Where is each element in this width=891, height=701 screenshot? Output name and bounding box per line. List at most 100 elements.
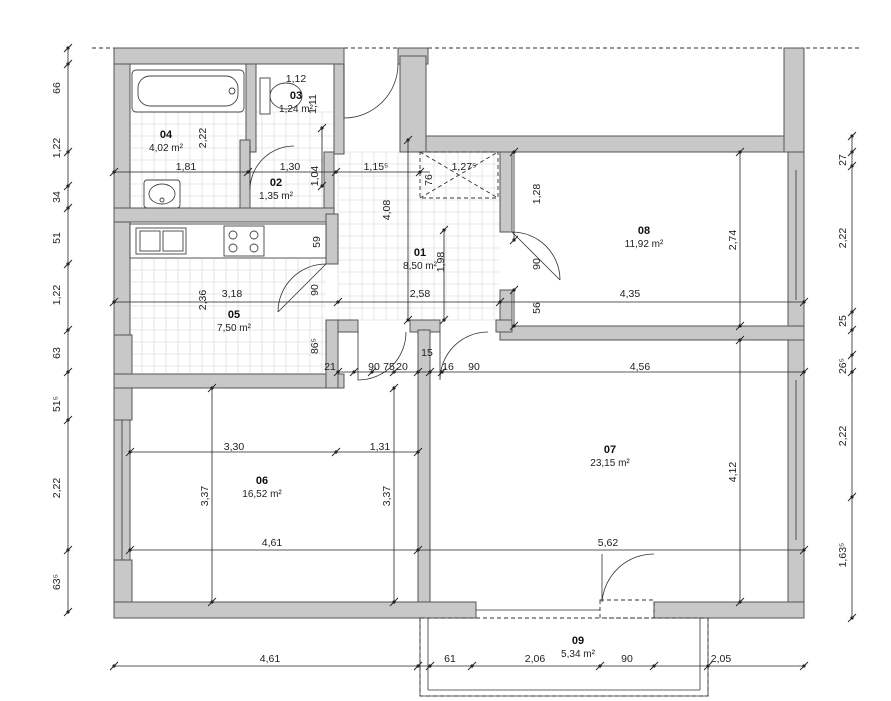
wall-under-04 bbox=[113, 207, 335, 223]
windows bbox=[121, 170, 797, 611]
dimension-label: 75 bbox=[383, 361, 395, 373]
room-number: 07 bbox=[604, 444, 616, 456]
dimension-label: 90 bbox=[368, 361, 380, 373]
dimension-label: 1,31 bbox=[370, 441, 391, 453]
dimension-label: 2,58 bbox=[410, 288, 431, 300]
dimension-label: 86⁵ bbox=[309, 338, 321, 354]
dimension-label: 3,18 bbox=[222, 288, 243, 300]
dimension-label: 2,74 bbox=[727, 230, 739, 251]
wall-under-08 bbox=[499, 325, 805, 341]
wall-05-right bbox=[325, 213, 339, 265]
kitchen-counter bbox=[129, 223, 327, 259]
dimension-label: 63 bbox=[51, 347, 63, 359]
dimension-label: 51⁵ bbox=[51, 396, 63, 412]
dimension-label: 2,05 bbox=[711, 653, 732, 665]
room-area: 1,24 m² bbox=[279, 104, 314, 115]
bathtub-fixture bbox=[131, 69, 245, 113]
dimension-label: 1,30 bbox=[280, 161, 301, 173]
dimension-label: 4,08 bbox=[381, 200, 393, 221]
dimension-label: 1,81 bbox=[176, 161, 197, 173]
room-area: 16,52 m² bbox=[242, 489, 282, 500]
room-09: 09 5,34 m² bbox=[561, 635, 596, 660]
wall-under-05 bbox=[113, 373, 345, 389]
room-07: 07 23,15 m² bbox=[590, 444, 630, 469]
wall-outer-bottom-right bbox=[653, 601, 805, 619]
room-area: 5,34 m² bbox=[561, 649, 596, 660]
dimension-label: 63⁵ bbox=[51, 574, 63, 590]
dimension-label: 4,12 bbox=[727, 462, 739, 483]
dimension-label: 3,37 bbox=[199, 486, 211, 507]
wall-08-top bbox=[425, 135, 797, 153]
wall-outer-bottom-left bbox=[113, 601, 477, 619]
wall-08-left bbox=[499, 151, 513, 233]
room-06: 06 16,52 m² bbox=[242, 475, 282, 500]
sink-fixture bbox=[143, 179, 181, 209]
wall-top-bath bbox=[113, 47, 345, 65]
room-04: 044,02 m² bbox=[149, 129, 184, 154]
wall-08-top-right bbox=[783, 47, 805, 153]
dimension-label: 59 bbox=[311, 236, 323, 248]
dimension-label: 1,12 bbox=[286, 73, 307, 85]
dimension-label: 1,27⁵ bbox=[452, 161, 477, 173]
dimension-label: 90 bbox=[309, 284, 321, 296]
dimension-label: 51 bbox=[51, 232, 63, 244]
room-number: 03 bbox=[290, 90, 302, 102]
dimension-label: 27 bbox=[837, 154, 849, 166]
room-03: 03 1,24 m² bbox=[279, 90, 314, 115]
dimension-label: 2,22 bbox=[197, 128, 209, 149]
dimension-label: 16 bbox=[442, 361, 454, 373]
dimension-label: 1,63⁵ bbox=[837, 543, 849, 568]
wall-left-notch bbox=[113, 334, 133, 378]
dimension-label: 1,11 bbox=[307, 94, 319, 114]
dimension-label: 90 bbox=[621, 653, 633, 665]
room-area: 1,35 m² bbox=[259, 191, 294, 202]
wall-02-left bbox=[239, 139, 251, 215]
dimension-label: 1,28 bbox=[531, 184, 543, 205]
dimension-label: 1,04 bbox=[309, 166, 321, 187]
dimension-label: 20 bbox=[396, 361, 408, 373]
dimension-lines bbox=[63, 43, 857, 671]
wall-hall-bottom-left bbox=[337, 319, 359, 333]
room-number: 01 bbox=[414, 247, 426, 259]
dimension-label: 25 bbox=[837, 315, 849, 327]
shaft-cross bbox=[419, 151, 499, 199]
room-area: 23,15 m² bbox=[590, 458, 630, 469]
room-area: 11,92 m² bbox=[625, 239, 664, 250]
dimension-label: 90 bbox=[531, 258, 543, 270]
wall-left-notch-2 bbox=[113, 387, 133, 421]
dimension-label: 2,06 bbox=[525, 653, 546, 665]
dimension-label: 1,22 bbox=[51, 138, 63, 159]
room-number: 09 bbox=[572, 635, 584, 647]
wall-hall-right-top bbox=[399, 55, 427, 153]
dimension-label: 4,56 bbox=[630, 361, 651, 373]
dimension-label: 15 bbox=[421, 347, 433, 359]
dimension-label: 2,22 bbox=[837, 228, 849, 249]
dimension-label: 2,22 bbox=[51, 478, 63, 499]
room-number: 06 bbox=[256, 475, 268, 487]
dimension-label: 66 bbox=[51, 82, 63, 94]
dimension-label: 56 bbox=[531, 302, 543, 314]
dimension-label: 61 bbox=[444, 653, 456, 665]
wall-03-right bbox=[333, 63, 345, 155]
tile-pattern-hall bbox=[337, 151, 500, 321]
dimension-label: 1,22 bbox=[51, 285, 63, 306]
room-02: 02 1,35 m² bbox=[259, 177, 294, 202]
room-number: 04 bbox=[160, 129, 173, 141]
dimension-label: 26⁵ bbox=[837, 358, 849, 374]
room-number: 05 bbox=[228, 309, 240, 321]
room-area: 8,50 m² bbox=[403, 261, 438, 272]
dimension-label: 2,22 bbox=[837, 426, 849, 447]
dimension-label: 4,61 bbox=[260, 653, 281, 665]
dimension-label: 3,30 bbox=[224, 441, 245, 453]
wall-bath-partition bbox=[245, 63, 257, 153]
dimension-label: 90 bbox=[468, 361, 480, 373]
room-05: 05 7,50 m² bbox=[217, 309, 252, 334]
dimension-label: 3,37 bbox=[381, 486, 393, 507]
dimension-label: 1,98 bbox=[435, 252, 447, 273]
dimension-label: 2,36 bbox=[197, 290, 209, 311]
dimension-label: 76 bbox=[423, 174, 435, 186]
dimension-labels: 661,2234511,226351⁵2,2263⁵272,222526⁵2,2… bbox=[51, 73, 849, 665]
room-number: 02 bbox=[270, 177, 282, 189]
room-area: 7,50 m² bbox=[217, 323, 252, 334]
